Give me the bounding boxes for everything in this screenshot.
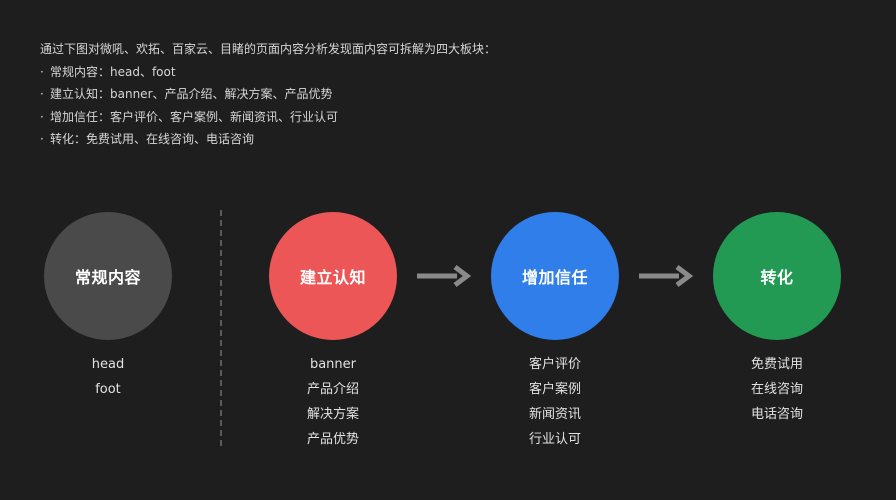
- bullet-text-awareness: 建立认知：banner、产品介绍、解决方案、产品优势: [50, 87, 333, 101]
- list-conversion: 免费试用 在线咨询 电话咨询: [713, 352, 841, 427]
- list-build-awareness: banner 产品介绍 解决方案 产品优势: [269, 352, 397, 452]
- list-item: 新闻资讯: [528, 407, 581, 422]
- circle-conversion: 转化: [713, 212, 841, 340]
- circle-increase-trust: 增加信任: [491, 212, 619, 340]
- bullet-text-conversion: 转化：免费试用、在线咨询、电话咨询: [50, 132, 255, 146]
- arrow-shaft: [417, 273, 457, 279]
- circle-conversion-label: 转化: [760, 268, 794, 287]
- list-increase-trust: 客户评价 客户案例 新闻资讯 行业认可: [491, 352, 619, 452]
- circle-increase-trust-label: 增加信任: [521, 268, 588, 287]
- arrow-head: [675, 265, 694, 287]
- intro-bullet-1: · 常规内容：head、foot: [40, 61, 860, 84]
- list-item: 免费试用: [750, 357, 803, 372]
- bullet-text-trust: 增加信任：客户评价、客户案例、新闻资讯、行业认可: [50, 109, 339, 124]
- arrow-head: [453, 265, 472, 287]
- circle-build-awareness-label: 建立认知: [299, 268, 366, 287]
- list-regular-content: head foot: [44, 352, 172, 402]
- circle-regular-content-label: 常规内容: [74, 268, 141, 287]
- arrow-shaft: [639, 273, 679, 279]
- intro-heading: 通过下图对微吼、欢拓、百家云、目睹的页面内容分析发现面内容可拆解为四大板块：: [40, 42, 497, 56]
- list-item: 产品介绍: [306, 382, 359, 397]
- intro-text: 通过下图对微吼、欢拓、百家云、目睹的页面内容分析发现面内容可拆解为四大板块： ·…: [40, 38, 860, 151]
- circle-build-awareness: 建立认知: [269, 212, 397, 340]
- list-item: 电话咨询: [750, 407, 803, 422]
- list-item: 产品优势: [306, 432, 359, 447]
- list-item: 行业认可: [528, 432, 581, 447]
- bullet-dot: ·: [40, 87, 44, 101]
- list-item: 客户案例: [528, 382, 581, 397]
- intro-bullet-2: · 建立认知：banner、产品介绍、解决方案、产品优势: [40, 83, 860, 106]
- list-item: 客户评价: [528, 357, 581, 372]
- dashed-divider: [220, 210, 222, 446]
- intro-bullet-3: · 增加信任：客户评价、客户案例、新闻资讯、行业认可: [40, 106, 860, 129]
- bullet-dot: ·: [40, 109, 44, 124]
- intro-bullet-4: · 转化：免费试用、在线咨询、电话咨询: [40, 128, 860, 151]
- list-item: foot: [95, 382, 121, 397]
- list-item: 解决方案: [306, 407, 359, 422]
- circle-regular-content: 常规内容: [44, 212, 172, 340]
- arrow-right-icon: [417, 265, 472, 287]
- list-item: 在线咨询: [750, 382, 803, 397]
- bullet-dot: ·: [40, 64, 44, 79]
- list-item: head: [91, 357, 125, 372]
- bullet-dot: ·: [40, 132, 44, 146]
- bullet-text-regular: 常规内容：head、foot: [50, 64, 176, 79]
- list-item: banner: [309, 357, 357, 372]
- arrow-right-icon: [639, 265, 694, 287]
